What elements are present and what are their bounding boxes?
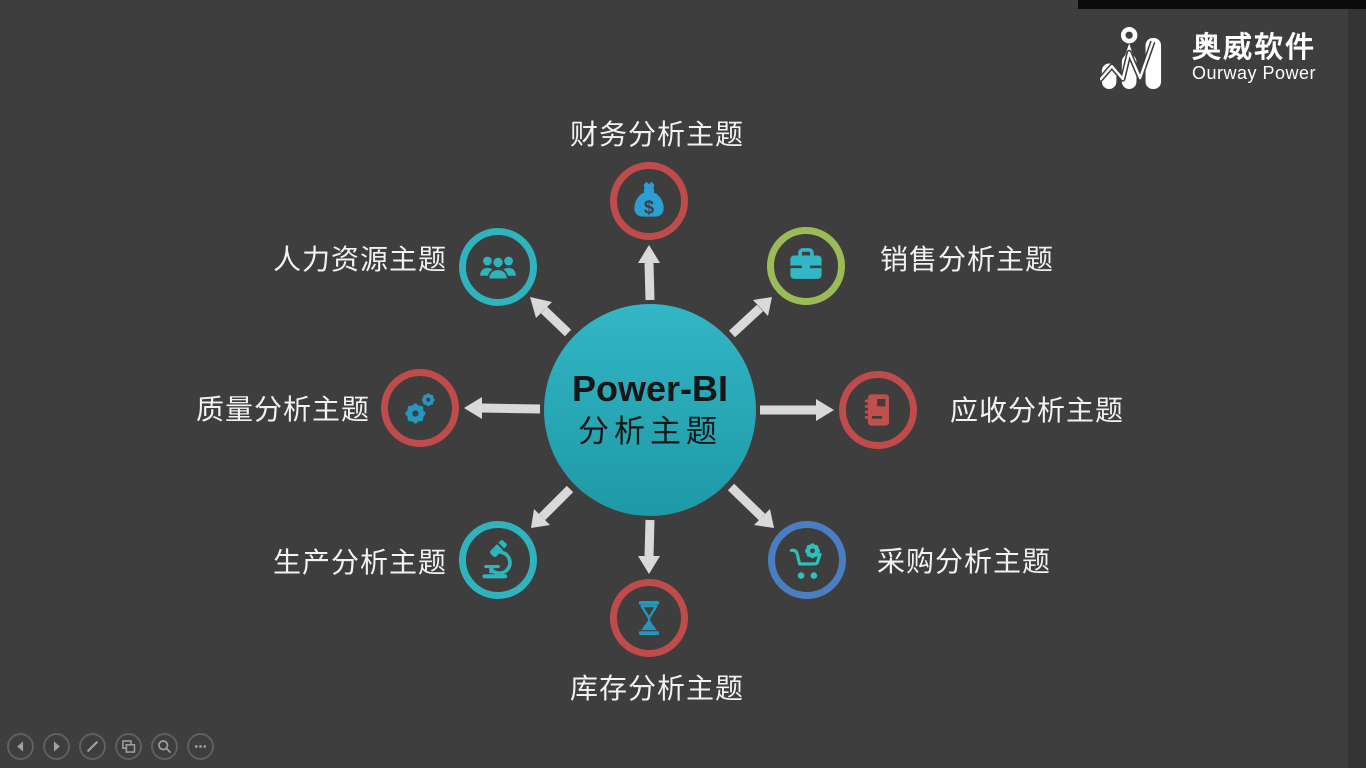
notebook-icon	[864, 394, 889, 426]
node-ring-hr	[459, 228, 537, 306]
microscope-icon	[482, 540, 512, 579]
more-options-button[interactable]	[187, 733, 214, 760]
cart-gear-icon	[789, 543, 822, 579]
logo-company-name-cn: 奥威软件	[1192, 31, 1317, 64]
node-ring-inventory	[610, 579, 688, 657]
node-label-hr: 人力资源主题	[272, 243, 447, 276]
node-label-inventory: 库存分析主题	[569, 672, 745, 705]
node-label-production: 生产分析主题	[272, 546, 447, 579]
dollar-glyph: $	[644, 196, 654, 217]
node-label-receivable: 应收分析主题	[950, 394, 1125, 427]
slideshow-controls	[7, 733, 214, 760]
node-ring-purchase	[768, 521, 846, 599]
logo-company-name-en: Ourway Power	[1192, 62, 1317, 83]
node-ring-receivable	[839, 371, 917, 449]
hourglass-icon	[638, 601, 660, 635]
node-label-quality: 质量分析主题	[195, 393, 370, 426]
zoom-slide-button[interactable]	[151, 733, 178, 760]
node-label-finance: 财务分析主题	[569, 118, 745, 151]
node-ring-production	[459, 521, 537, 599]
people-icon	[480, 256, 516, 281]
pen-tool-button[interactable]	[79, 733, 106, 760]
node-ring-quality	[381, 369, 459, 447]
center-title: Power-BI	[571, 368, 729, 409]
next-arrow-icon	[53, 741, 60, 752]
center-subtitle: 分析主题	[578, 414, 722, 450]
slide-browser-button[interactable]	[115, 733, 142, 760]
previous-arrow-icon	[17, 741, 24, 752]
node-label-purchase: 采购分析主题	[877, 545, 1052, 578]
previous-slide-button[interactable]	[7, 733, 34, 760]
screen-top-edge	[1078, 0, 1366, 9]
node-ring-sales	[767, 227, 845, 305]
logo: 奥威软件 Ourway Power	[1100, 22, 1340, 94]
magnifier-icon	[158, 740, 171, 753]
center-topic-circle: Power-BI 分析主题	[544, 304, 756, 516]
ellipsis-icon	[194, 745, 207, 748]
next-slide-button[interactable]	[43, 733, 70, 760]
money-bag-icon: $	[634, 181, 664, 217]
pen-icon	[87, 741, 98, 752]
logo-text: 奥威软件 Ourway Power	[1192, 33, 1316, 84]
bar-chart-person-icon	[1100, 27, 1162, 89]
briefcase-icon	[790, 248, 822, 279]
screen-right-edge	[1348, 9, 1366, 768]
slide-browser-icon	[122, 740, 136, 753]
gears-icon	[405, 393, 435, 424]
node-label-sales: 销售分析主题	[880, 243, 1055, 276]
node-ring-finance: $	[610, 162, 688, 240]
